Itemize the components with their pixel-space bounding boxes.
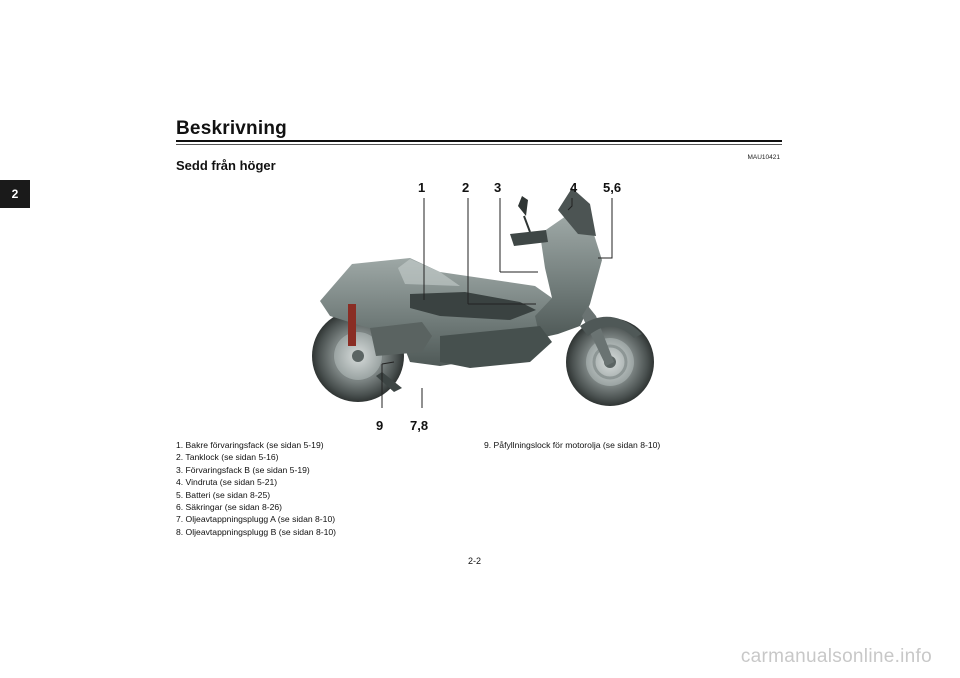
- watermark: carmanualsonline.info: [740, 646, 932, 667]
- section-id: MAU10421: [747, 154, 780, 161]
- callout-4: 4: [570, 180, 578, 195]
- parts-list-left: 1. Bakre förvaringsfack (se sidan 5-19) …: [176, 439, 336, 538]
- list-item: 3. Förvaringsfack B (se sidan 5-19): [176, 464, 310, 475]
- title-rule: [176, 140, 782, 142]
- list-item: 7. Oljeavtappningsplugg A (se sidan 8-10…: [176, 514, 336, 525]
- callout-7-8: 7,8: [410, 418, 429, 433]
- list-item: 5. Batteri (se sidan 8-25): [176, 489, 271, 500]
- list-item: 2. Tanklock (se sidan 5-16): [176, 452, 279, 463]
- chapter-tab: 2: [0, 180, 30, 208]
- scooter-illustration: 1 2 3 4 5,6 9 7,8: [290, 176, 670, 436]
- callout-3: 3: [494, 180, 502, 195]
- title-rule-thin: [176, 144, 782, 145]
- page-number: 2-2: [468, 556, 482, 566]
- callout-1: 1: [418, 180, 426, 195]
- list-item: 4. Vindruta (se sidan 5-21): [176, 477, 278, 488]
- callout-2: 2: [462, 180, 470, 195]
- list-item: 9. Påfyllningslock för motorolja (se sid…: [484, 440, 661, 450]
- callout-9: 9: [376, 418, 384, 433]
- callout-5-6: 5,6: [603, 180, 622, 195]
- list-item: 1. Bakre förvaringsfack (se sidan 5-19): [176, 440, 324, 450]
- parts-list-right: 9. Påfyllningslock för motorolja (se sid…: [484, 439, 660, 451]
- list-item: 6. Säkringar (se sidan 8-26): [176, 502, 283, 513]
- page-title: Beskrivning: [176, 118, 287, 139]
- list-item: 8. Oljeavtappningsplugg B (se sidan 8-10…: [176, 526, 337, 537]
- scooter-drawing: [312, 188, 654, 408]
- section-subtitle: Sedd från höger: [176, 158, 276, 173]
